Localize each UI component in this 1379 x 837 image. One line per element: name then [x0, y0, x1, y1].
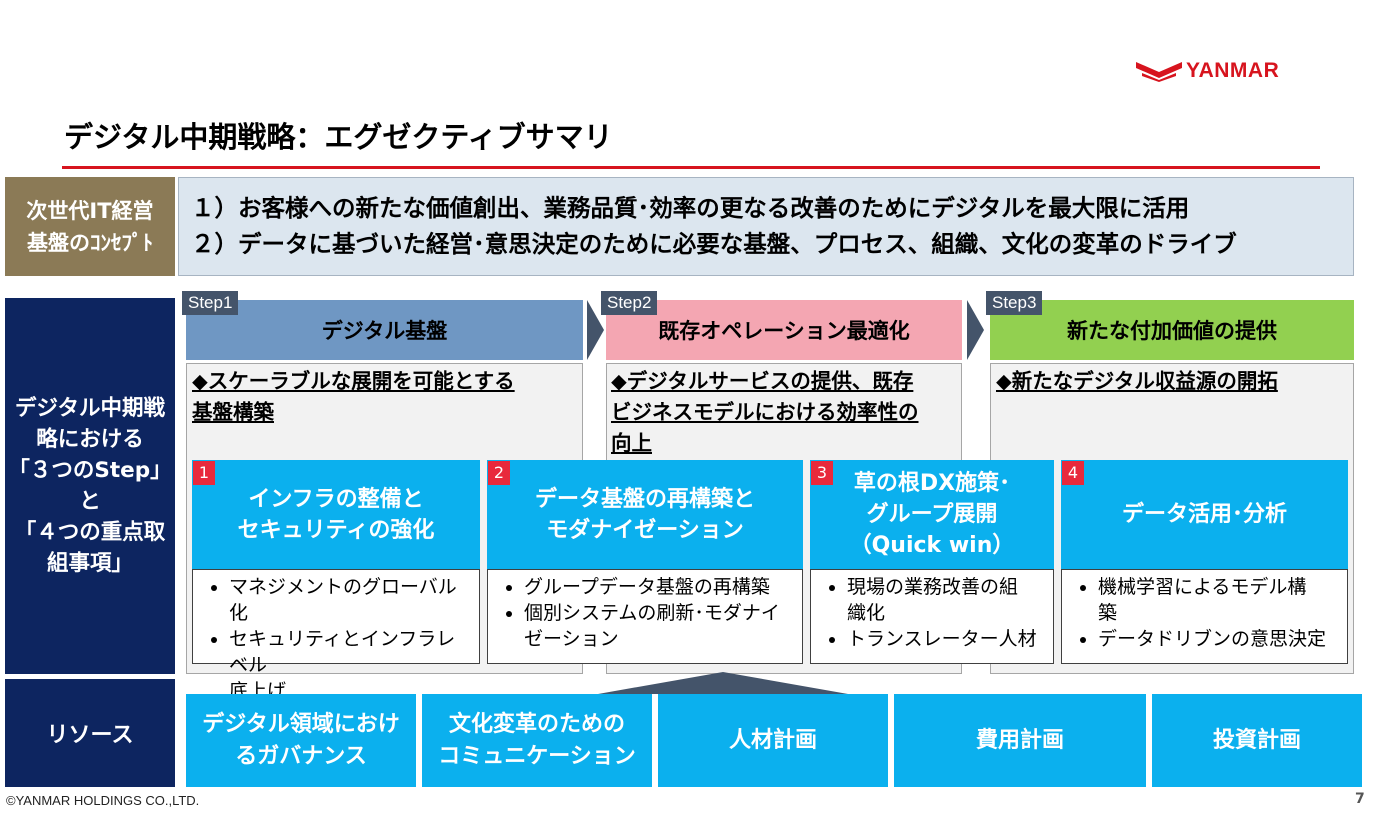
- focus-item-4-header: データ活用･分析: [1061, 460, 1348, 569]
- chevron-right-icon: [587, 300, 604, 360]
- strategy-label-line: 組事項」: [46, 551, 133, 576]
- resource-line: るガバナンス: [235, 743, 367, 769]
- concept-label: 次世代IT経営 基盤のｺﾝｾﾌﾟﾄ: [5, 177, 175, 276]
- focus-item-3-number: 3: [811, 461, 833, 485]
- strategy-label-line: 略における: [36, 427, 144, 452]
- focus-item-2-bullet: グループデータ基盤の再構築: [524, 574, 796, 600]
- step3-goal: ◆新たなデジタル収益源の開拓: [996, 366, 1348, 397]
- page-number: 7: [1355, 791, 1365, 807]
- resource-cost-plan: 費用計画: [894, 694, 1146, 787]
- step1-goal: ◆スケーラブルな展開を可能とする 基盤構築: [192, 366, 577, 428]
- focus-item-1-title-line: インフラの整備と: [248, 486, 424, 512]
- concept-label-line: 基盤のｺﾝｾﾌﾟﾄ: [26, 230, 153, 255]
- step2-name: 既存オペレーション最適化: [658, 319, 910, 343]
- focus-item-4-title-line: データ活用･分析: [1121, 502, 1287, 527]
- resource-line: 投資計画: [1212, 727, 1301, 753]
- focus-item-1-title-line: セキュリティの強化: [237, 517, 435, 543]
- page-title: デジタル中期戦略：エグゼクティブサマリ: [64, 120, 613, 154]
- concept-line-1: １）お客様への新たな価値創出、業務品質･効率の更なる改善のためにデジタルを最大限…: [191, 194, 1190, 222]
- step1-goal-line: ◆スケーラブルな展開を可能とする: [192, 369, 515, 393]
- strategy-label-line: 「４つの重点取: [14, 520, 166, 545]
- step2-goal-line: 向上: [611, 431, 652, 455]
- resource-line: 人材計画: [728, 727, 817, 753]
- resource-line: デジタル領域におけ: [202, 711, 400, 737]
- strategy-label-line: デジタル中期戦: [14, 396, 166, 421]
- step2-goal-line: ◆デジタルサービスの提供、既存: [611, 369, 914, 393]
- step1-name: デジタル基盤: [321, 319, 448, 343]
- chevron-right-icon: [967, 300, 984, 360]
- copyright: ©YANMAR HOLDINGS CO.,LTD.: [6, 793, 200, 808]
- step1-goal-line: 基盤構築: [192, 400, 274, 424]
- focus-item-2-bullet: 個別システムの刷新･モダナイゼーション: [524, 600, 796, 652]
- concept-line-2: ２）データに基づいた経営･意思決定のために必要な基盤、プロセス、組織、文化の変革…: [191, 230, 1237, 258]
- step2-goal-line: ビジネスモデルにおける効率性の: [611, 400, 919, 424]
- focus-item-2-title-line: モダナイゼーション: [546, 517, 744, 543]
- focus-item-2-number: 2: [488, 461, 510, 485]
- focus-item-1-number: 1: [193, 461, 215, 485]
- focus-item-4-bullet: データドリブンの意思決定: [1098, 626, 1341, 652]
- resource-communication: 文化変革のための コミュニケーション: [422, 694, 652, 787]
- up-arrow-icon: [598, 672, 848, 694]
- step3-goal-line: ◆新たなデジタル収益源の開拓: [996, 369, 1278, 393]
- resource-line: 文化変革のための: [448, 711, 625, 737]
- step3-name: 新たな付加価値の提供: [1067, 319, 1277, 343]
- strategy-label-line: と: [79, 489, 101, 514]
- strategy-label-line: 「３つのStep」: [8, 458, 172, 483]
- step2-tag: Step2: [601, 291, 658, 315]
- step1-tag: Step1: [182, 291, 239, 315]
- resource-line: コミュニケーション: [438, 743, 636, 769]
- focus-item-3-title-line: （Quick win）: [849, 533, 1015, 558]
- resource-label: リソース: [5, 679, 175, 787]
- step3-header: 新たな付加価値の提供: [990, 300, 1354, 360]
- focus-item-2-title-line: データ基盤の再構築と: [534, 486, 755, 512]
- focus-item-4-number: 4: [1062, 461, 1084, 485]
- focus-item-2-header: データ基盤の再構築と モダナイゼーション: [487, 460, 803, 569]
- yanmar-chevron-icon: [1136, 62, 1182, 82]
- logo-text: YANMAR: [1186, 59, 1280, 82]
- resource-investment-plan: 投資計画: [1152, 694, 1362, 787]
- strategy-label: デジタル中期戦 略における 「３つのStep」 と 「４つの重点取 組事項」: [5, 298, 175, 674]
- concept-label-line: 次世代IT経営: [26, 198, 154, 223]
- focus-item-3-title-line: 草の根DX施策･: [853, 471, 1011, 496]
- focus-item-3-header: 草の根DX施策･ グループ展開 （Quick win）: [810, 460, 1054, 569]
- step1-header: デジタル基盤: [186, 300, 583, 360]
- yanmar-logo: YANMAR: [1136, 56, 1326, 86]
- focus-item-3-bullet: トランスレーター人材: [847, 626, 1047, 652]
- step3-tag: Step3: [986, 291, 1043, 315]
- focus-item-1-header: インフラの整備と セキュリティの強化: [192, 460, 480, 569]
- focus-item-3-title-line: グループ展開: [866, 502, 998, 527]
- concept-box: １）お客様への新たな価値創出、業務品質･効率の更なる改善のためにデジタルを最大限…: [178, 177, 1354, 276]
- resource-governance: デジタル領域におけ るガバナンス: [186, 694, 416, 787]
- resource-line: 費用計画: [975, 727, 1064, 753]
- title-divider: [62, 166, 1320, 169]
- step2-goal: ◆デジタルサービスの提供、既存 ビジネスモデルにおける効率性の 向上: [611, 366, 957, 459]
- focus-item-1-bullet: マネジメントのグローバル化: [229, 574, 473, 626]
- step2-header: 既存オペレーション最適化: [606, 300, 962, 360]
- focus-item-2-body: グループデータ基盤の再構築 個別システムの刷新･モダナイゼーション: [487, 569, 803, 664]
- resource-hr-plan: 人材計画: [658, 694, 888, 787]
